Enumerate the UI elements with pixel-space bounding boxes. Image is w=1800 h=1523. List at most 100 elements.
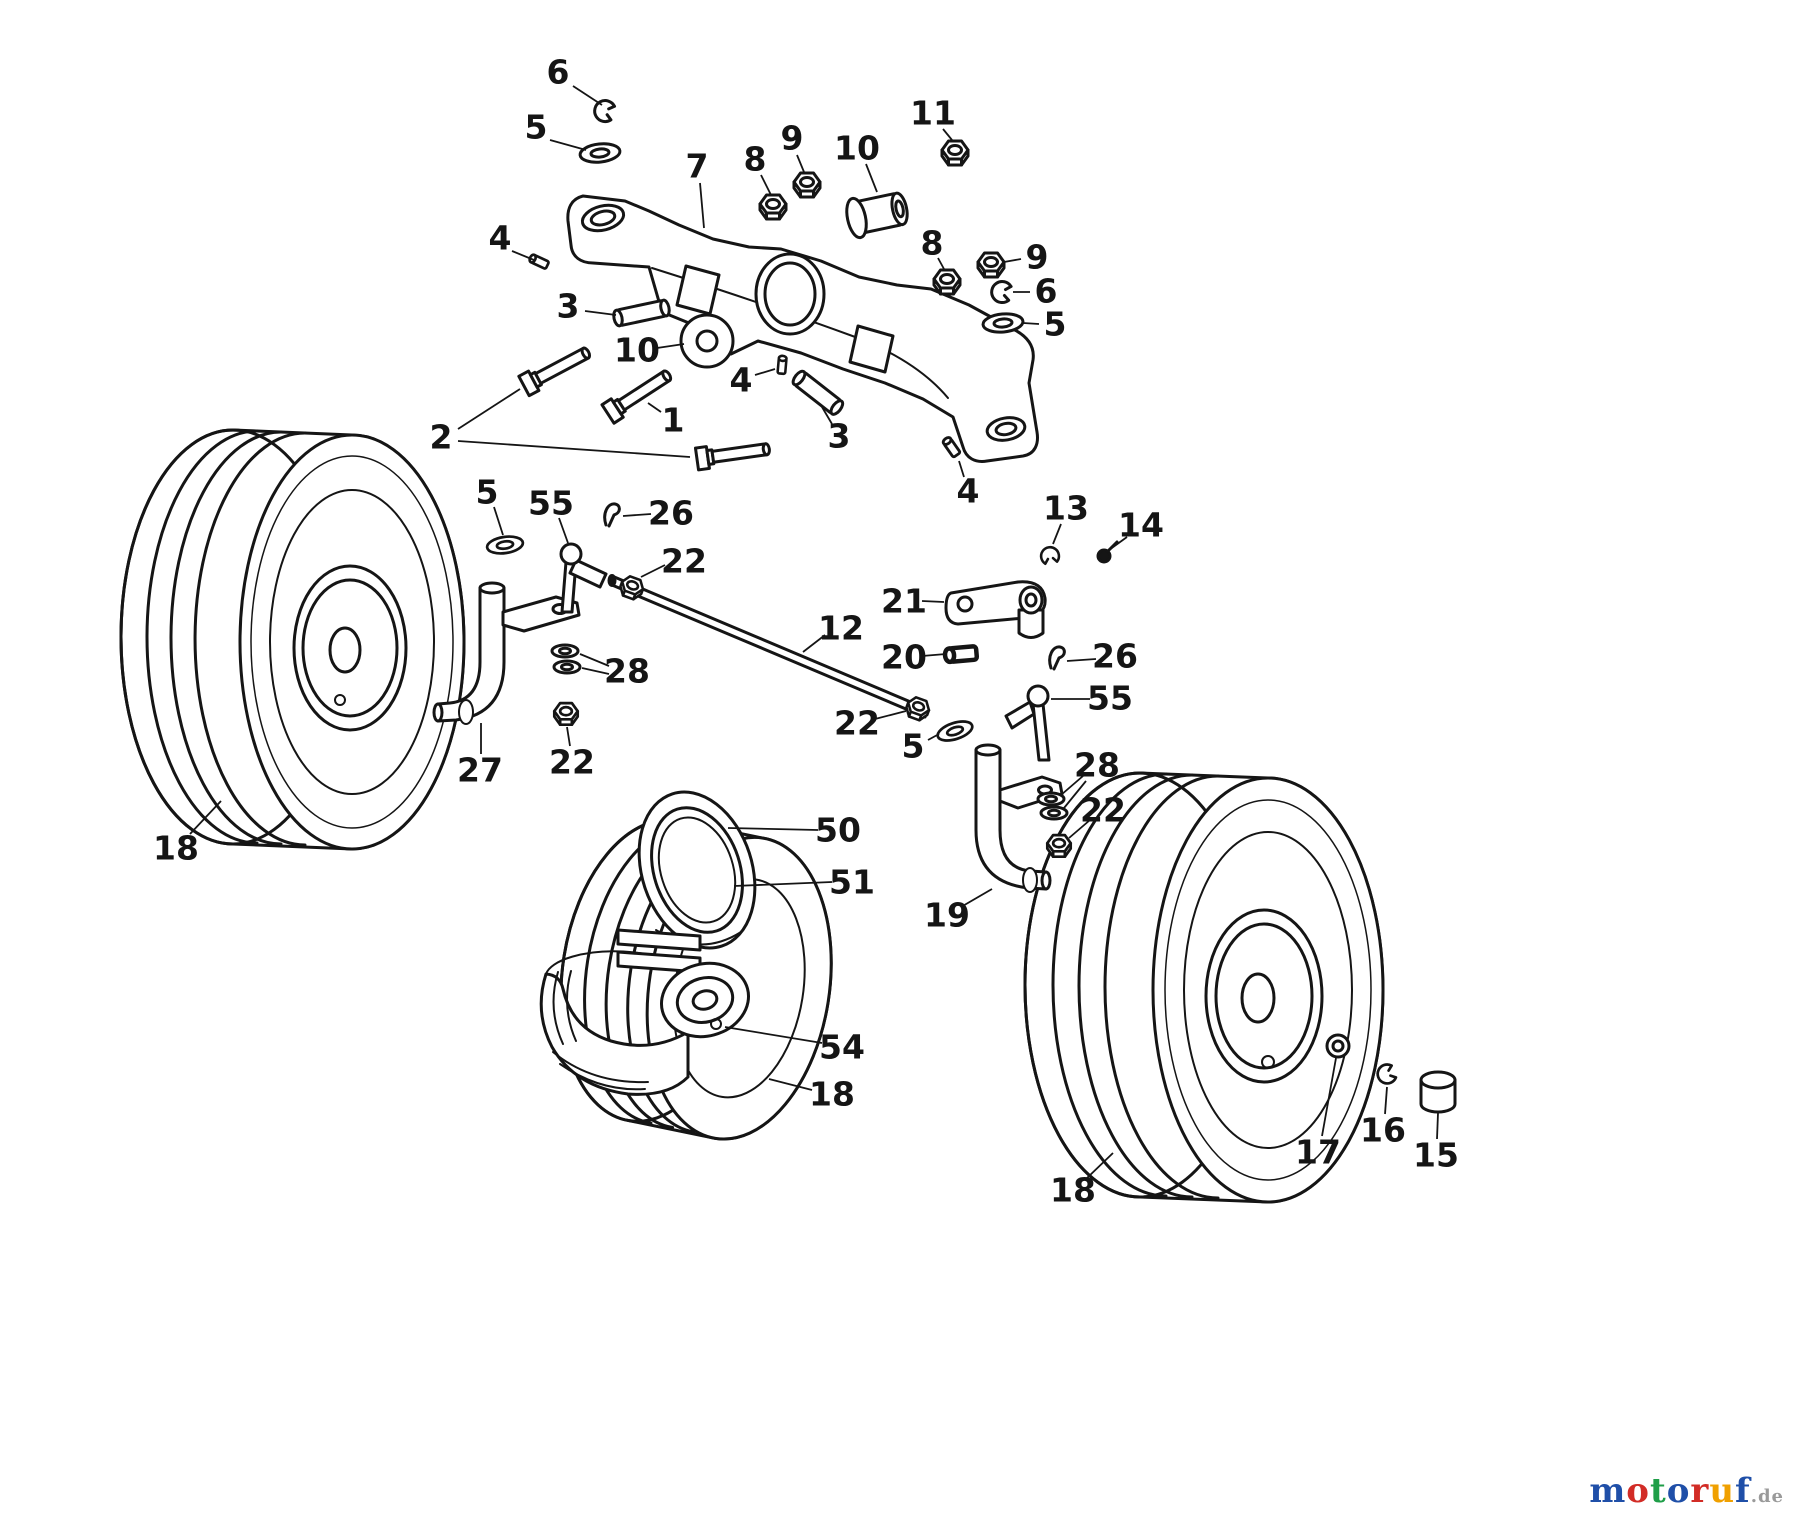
leader-line <box>760 174 772 196</box>
leader-line <box>656 343 685 349</box>
part-number-label: 54 <box>819 1028 865 1067</box>
leader-line <box>733 881 833 887</box>
part-number-label: 9 <box>1026 238 1049 277</box>
axle-end-hole <box>580 203 626 233</box>
hex-nut <box>940 139 970 167</box>
watermark-letter: u <box>1709 1471 1736 1511</box>
part-number-label: 1 <box>662 401 685 440</box>
leader-line <box>493 506 504 536</box>
part-number-label: 26 <box>1092 637 1138 676</box>
watermark-suffix: .de <box>1750 1486 1784 1507</box>
leader-line <box>647 402 662 413</box>
part-number-label: 12 <box>818 609 864 648</box>
hex-nut <box>758 193 788 221</box>
leader-line <box>727 827 819 831</box>
axle-slot <box>848 324 895 374</box>
leader-line <box>572 85 603 106</box>
hex-nut <box>976 251 1006 279</box>
leader-line <box>865 163 878 193</box>
part-number-label: 16 <box>1360 1111 1406 1150</box>
hub-bore <box>1240 972 1276 1024</box>
spacer-bushing <box>1419 1070 1457 1114</box>
leader-line <box>579 653 610 667</box>
leader-line <box>724 1026 823 1044</box>
part-number-label: 13 <box>1043 489 1089 528</box>
leader-line <box>699 182 705 229</box>
watermark-letter: t <box>1649 1471 1667 1511</box>
watermark-letter: o <box>1626 1471 1650 1511</box>
part-number-label: 9 <box>781 119 804 158</box>
spindle-collar <box>458 699 474 725</box>
part-number-label: 51 <box>829 863 875 902</box>
part-number-label: 5 <box>1044 305 1067 344</box>
axle-center-hole <box>754 252 826 336</box>
part-number-label: 22 <box>834 704 880 743</box>
part-number-label: 4 <box>730 361 753 400</box>
small-washer <box>1036 791 1066 807</box>
part-number-label: 5 <box>525 108 548 147</box>
part-number-label: 19 <box>924 896 970 935</box>
part-number-label: 6 <box>547 53 570 92</box>
leader-line <box>768 1078 813 1091</box>
leader-line <box>584 310 617 316</box>
part-number-label: 3 <box>828 417 851 456</box>
part-number-label: 22 <box>549 743 595 782</box>
part-number-label: 5 <box>902 727 925 766</box>
small-washer <box>550 643 580 659</box>
axle-end-hole <box>985 416 1027 442</box>
leader-line <box>511 250 535 261</box>
part-number-label: 7 <box>686 147 709 186</box>
leader-line <box>921 600 945 603</box>
leader-line <box>1063 780 1087 809</box>
part-number-label: 18 <box>153 829 199 868</box>
rim-grommet <box>1325 1033 1351 1059</box>
watermark-logo: motoruf.de <box>1589 1471 1784 1511</box>
leader-line <box>622 513 652 517</box>
part-number-label: 50 <box>815 811 861 850</box>
leader-line <box>1052 523 1062 545</box>
spindle-collar <box>1022 867 1038 893</box>
valve-stem <box>1261 1055 1275 1069</box>
hex-nut <box>932 268 962 296</box>
leader-line <box>921 653 947 657</box>
leader-line <box>958 460 965 478</box>
leader-line <box>1068 819 1091 839</box>
leader-line <box>1436 1112 1439 1140</box>
leader-line <box>1108 536 1128 551</box>
part-number-label: 22 <box>661 542 707 581</box>
leader-line <box>1022 322 1040 325</box>
part-number-label: 4 <box>957 472 980 511</box>
diagram-art <box>119 96 1457 1204</box>
part-number-label: 6 <box>1035 272 1058 311</box>
part-number-label: 20 <box>881 638 927 677</box>
part-number-label: 55 <box>1087 679 1133 718</box>
leader-line <box>1321 1057 1337 1137</box>
ball-joint <box>559 542 608 614</box>
hub-bore <box>328 626 362 674</box>
leader-line <box>796 154 805 173</box>
part-number-label: 8 <box>744 140 767 179</box>
part-number-label: 15 <box>1413 1136 1459 1175</box>
leader-line <box>566 726 571 747</box>
right-spindle <box>974 743 1064 893</box>
hex-nut <box>1045 833 1073 859</box>
watermark-letter: f <box>1735 1471 1751 1511</box>
part-number-label: 10 <box>834 129 880 168</box>
part-number-label: 10 <box>614 331 660 370</box>
leader-line <box>754 368 776 376</box>
part-number-label: 55 <box>528 484 574 523</box>
steering-arm <box>944 580 1047 639</box>
part-number-label: 5 <box>476 473 499 512</box>
watermark-letter: r <box>1690 1471 1710 1511</box>
leader-line <box>874 710 907 720</box>
left-wheel <box>119 428 466 851</box>
leader-line <box>937 257 945 270</box>
leader-line <box>640 564 666 578</box>
leader-line <box>581 667 610 675</box>
watermark-letter: m <box>1589 1471 1627 1511</box>
hub-mount-slats <box>616 928 702 974</box>
part-number-label: 18 <box>1050 1171 1096 1210</box>
